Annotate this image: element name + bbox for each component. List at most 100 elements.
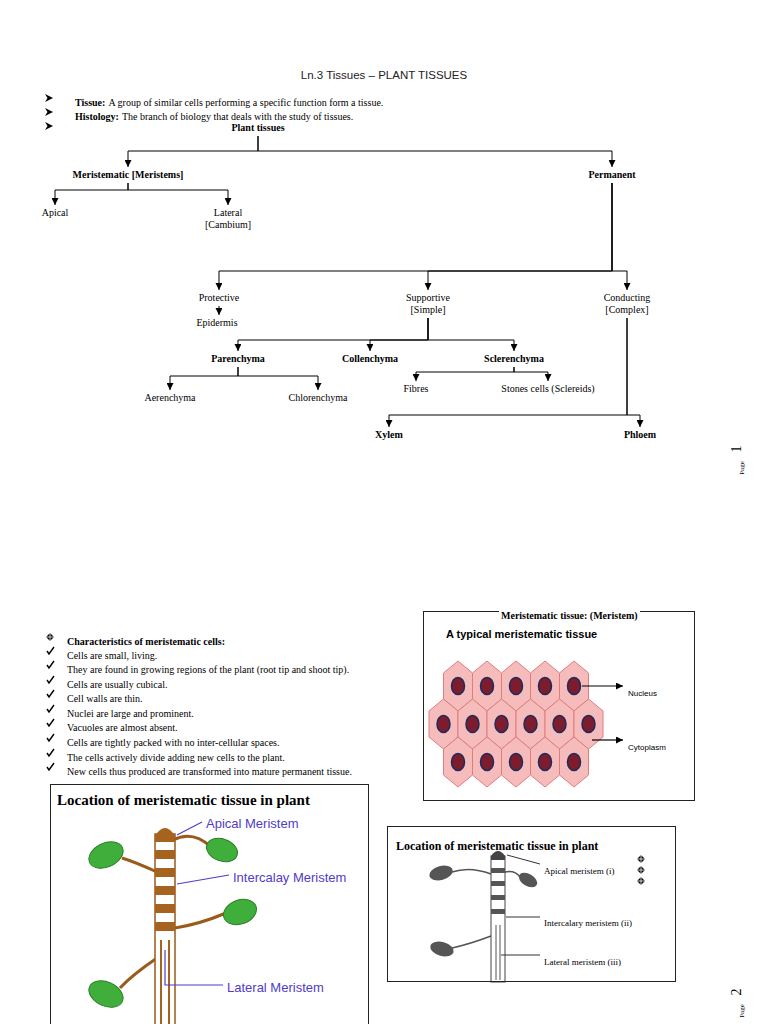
node-text: Meristematic [Meristems]	[73, 169, 184, 181]
plant-sketch	[491, 868, 505, 873]
figure-label: Intercalay Meristem	[233, 870, 346, 885]
tree-arrow	[128, 183, 228, 205]
node-text: Chlorenchyma	[289, 392, 348, 404]
bullet-diamond	[46, 633, 54, 641]
note-text: Cells are usually cubical.	[67, 679, 168, 690]
label-holder: New cells thus produced are transformed …	[67, 761, 352, 779]
meristem-cells	[560, 661, 589, 711]
node-text: Lateral [Cambium]	[200, 207, 256, 231]
plant-sketch	[428, 863, 540, 959]
plant-illustration	[155, 904, 175, 913]
plant-illustration	[203, 834, 241, 866]
tree-arrow	[238, 318, 428, 351]
figure-label: Nucleus	[628, 689, 657, 698]
label-holder: Nuclei are large and prominent.	[67, 703, 194, 721]
note-text: Cells are tightly packed with no inter-c…	[67, 737, 280, 748]
node-text: Sclerenchyma	[484, 353, 544, 365]
label-holder: Vacuoles are almost absent.	[67, 717, 178, 735]
page-number: 1	[729, 446, 744, 453]
bullet-check	[47, 647, 54, 770]
plant-illustration	[120, 836, 226, 988]
bullet-arrow	[45, 108, 53, 116]
text-holder: Apical meristem (i)	[544, 860, 614, 878]
leader-line	[501, 855, 540, 955]
bullet-diamond	[637, 877, 645, 885]
leader-line	[165, 950, 223, 985]
plant-sketch	[452, 869, 491, 874]
page-title: Ln.3 Tissues – PLANT TISSUES	[301, 69, 467, 81]
node-text: Collenchyma	[342, 353, 398, 365]
node-text: Xylem	[375, 429, 403, 441]
figure-heading: Meristematic tissue: (Meristem)	[499, 610, 640, 621]
bullet-diamond	[46, 633, 54, 641]
bullet-diamond	[637, 877, 645, 885]
tree-arrow	[416, 367, 514, 381]
label-holder: Histology:	[75, 106, 119, 124]
meristem-cells	[473, 661, 502, 711]
tree-arrow	[258, 136, 612, 167]
node-text: Stones cells (Sclereids)	[501, 383, 594, 395]
bullet-diamond	[637, 877, 645, 885]
bullet-diamond	[637, 855, 645, 863]
meristem-cells	[429, 661, 603, 787]
text-holder: Intercalary meristem (ii)	[544, 912, 632, 930]
page-number: Page	[738, 1004, 746, 1018]
tree-node: Permanent	[585, 167, 638, 183]
meristem-cells	[429, 699, 458, 749]
plant-sketch	[491, 856, 505, 982]
label-holder: 2	[727, 989, 745, 996]
label-holder: Page	[730, 1004, 748, 1018]
plant-sketch	[496, 925, 500, 980]
figure-label: Intercalary meristem (ii)	[544, 918, 632, 928]
meristem-cells	[545, 699, 574, 749]
plant-illustration	[155, 828, 175, 842]
label-holder: Cells are usually cubical.	[67, 674, 168, 692]
plant-illustration	[85, 976, 128, 1013]
node-text: Epidermis	[196, 317, 237, 329]
leader-line	[165, 822, 229, 985]
plant-illustration	[161, 940, 169, 1024]
plant-sketch	[491, 909, 505, 914]
note-text: Cell walls are thin.	[67, 693, 143, 704]
label-holder: The cells actively divide adding new cel…	[67, 747, 285, 765]
figure-label: Apical meristem (i)	[544, 866, 614, 876]
note-text: Vacuoles are almost absent.	[67, 722, 178, 733]
node-text: Supportive [Simple]	[400, 292, 456, 316]
plant-illustration	[175, 913, 226, 928]
bullet-check	[47, 749, 54, 756]
plant-sketch	[516, 870, 539, 890]
figure-label: A typical meristematic tissue	[446, 628, 597, 640]
note-text: A group of similar cells performing a sp…	[108, 97, 383, 108]
node-text: Protective	[199, 292, 240, 304]
node-text: Permanent	[588, 169, 635, 181]
plant-sketch	[491, 895, 505, 900]
plant-sketch	[452, 869, 520, 948]
node-text: Fibres	[404, 383, 429, 395]
bullet-diamond	[637, 866, 645, 874]
label-holder: Cells are tightly packed with no inter-c…	[67, 732, 280, 750]
tree-arrow	[128, 136, 258, 167]
tree-node: Meristematic [Meristems]	[70, 167, 187, 183]
leader-line	[177, 822, 202, 835]
connector-group	[55, 136, 640, 427]
figure-label: Lateral meristem (iii)	[544, 957, 621, 967]
tree-arrow	[218, 306, 219, 315]
note-text: Cells are small, living.	[67, 650, 157, 661]
note-text: Nuclei are large and prominent.	[67, 708, 194, 719]
label-holder: 1	[727, 446, 745, 453]
plant-sketch	[491, 868, 505, 914]
label-holder: A group of similar cells performing a sp…	[108, 92, 383, 110]
node-text: Aerenchyma	[144, 392, 195, 404]
tree-node: Stones cells (Sclereids)	[498, 381, 597, 397]
figure-heading: Location of meristematic tissue in plant	[57, 792, 310, 808]
bullet-check	[47, 763, 54, 770]
plant-illustration	[155, 886, 175, 895]
meristem-cells	[560, 737, 589, 787]
text-holder: Cytoplasm	[628, 736, 666, 754]
plant-sketch	[428, 851, 540, 982]
callout-arrow	[582, 686, 623, 740]
text-holder: Meristematic tissue: (Meristem)	[499, 605, 640, 623]
title-holder: Ln.3 Tissues – PLANT TISSUES	[0, 65, 768, 83]
label-holder: Page	[730, 461, 748, 475]
